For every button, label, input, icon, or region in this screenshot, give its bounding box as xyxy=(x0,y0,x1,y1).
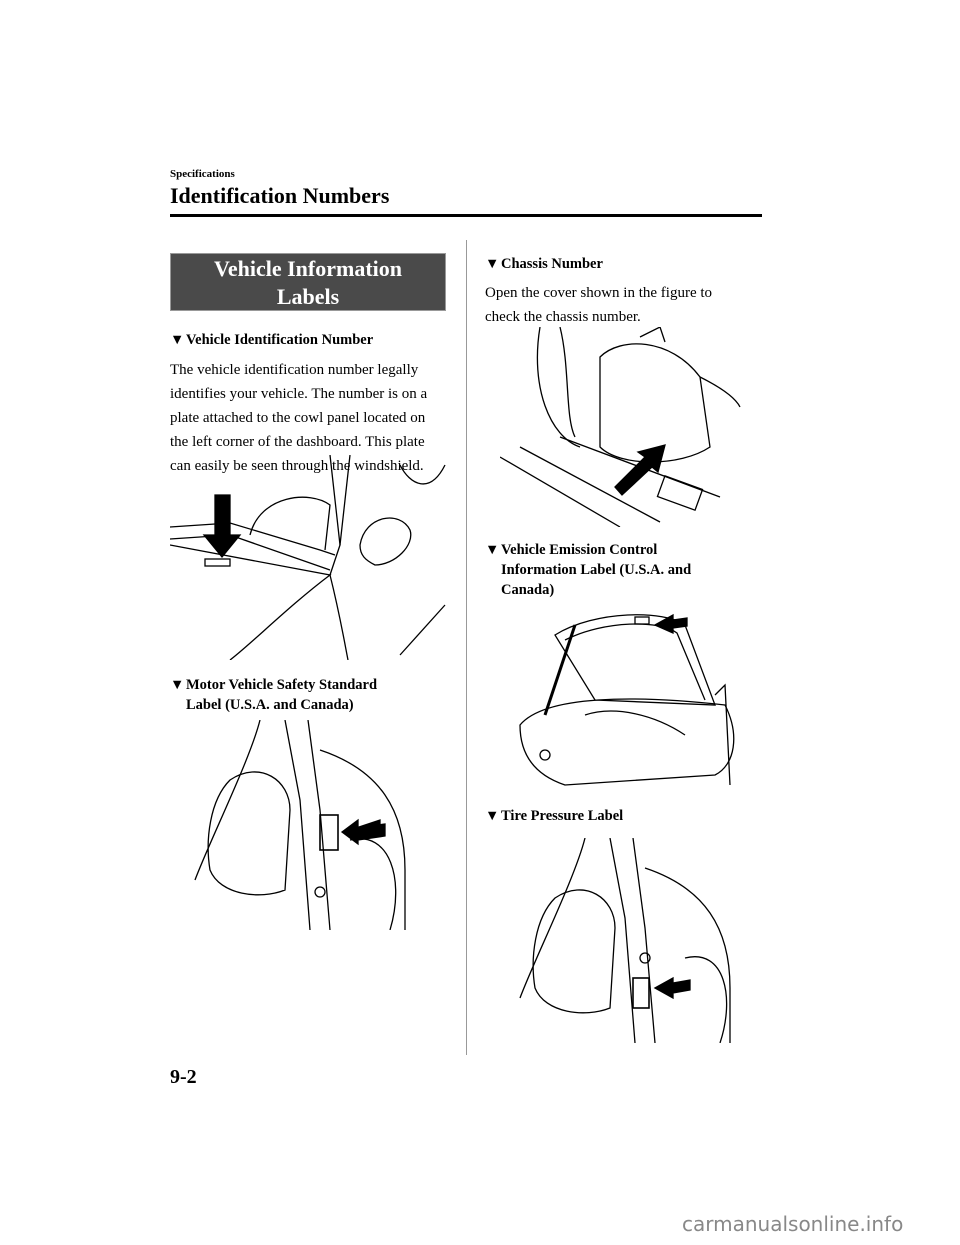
safety-label-illustration xyxy=(194,720,406,930)
emission-heading-line-3: Canada) xyxy=(501,582,555,598)
banner-line-1: Vehicle Information xyxy=(213,256,402,281)
bullet-triangle-icon: ▼ xyxy=(485,808,500,824)
tire-heading: ▼Tire Pressure Label xyxy=(485,806,623,826)
page-title: Identification Numbers xyxy=(170,183,390,208)
vin-location-illustration xyxy=(170,455,446,660)
bullet-triangle-icon: ▼ xyxy=(170,332,185,348)
title-rule xyxy=(170,214,762,217)
safety-heading: ▼Motor Vehicle Safety Standard Label (U.… xyxy=(170,675,377,715)
emission-heading-line-2: Information Label (U.S.A. and xyxy=(501,562,692,578)
tire-pressure-illustration xyxy=(519,838,731,1043)
bullet-triangle-icon: ▼ xyxy=(485,256,500,272)
vin-heading: ▼Vehicle Identification Number xyxy=(170,330,373,350)
watermark: carmanualsonline.info xyxy=(682,1212,904,1236)
text-line: can easily be seen through the windshiel… xyxy=(170,458,424,474)
emission-heading-line-1: Vehicle Emission Control xyxy=(501,542,658,558)
vin-heading-text: Vehicle Identification Number xyxy=(186,332,374,348)
section-label: Specifications xyxy=(170,168,235,180)
column-divider xyxy=(466,240,467,1055)
text-line: plate attached to the cowl panel located… xyxy=(170,410,426,426)
text-line: identifies your vehicle. The number is o… xyxy=(170,386,428,402)
emission-heading: ▼Vehicle Emission Control Information La… xyxy=(485,540,691,600)
vin-paragraph: The vehicle identification number legall… xyxy=(170,358,450,478)
chassis-heading: ▼Chassis Number xyxy=(485,254,603,274)
text-line: check the chassis number. xyxy=(485,309,641,325)
safety-heading-line-2: Label (U.S.A. and Canada) xyxy=(186,697,354,713)
text-line: The vehicle identification number legall… xyxy=(170,362,419,378)
safety-heading-line-1: Motor Vehicle Safety Standard xyxy=(186,677,378,693)
text-line: the left corner of the dashboard. This p… xyxy=(170,434,425,450)
emission-label-illustration xyxy=(519,613,735,786)
chassis-heading-text: Chassis Number xyxy=(501,256,603,272)
bullet-triangle-icon: ▼ xyxy=(485,542,500,558)
banner-line-2: Labels xyxy=(276,284,340,309)
bullet-triangle-icon: ▼ xyxy=(170,677,185,693)
page-number: 9-2 xyxy=(170,1066,197,1088)
text-line: Open the cover shown in the figure to xyxy=(485,285,713,301)
chassis-number-illustration xyxy=(500,327,741,527)
section-banner: Vehicle Information Labels xyxy=(170,253,446,311)
tire-heading-text: Tire Pressure Label xyxy=(501,808,624,824)
chassis-paragraph: Open the cover shown in the figure to ch… xyxy=(485,281,765,329)
